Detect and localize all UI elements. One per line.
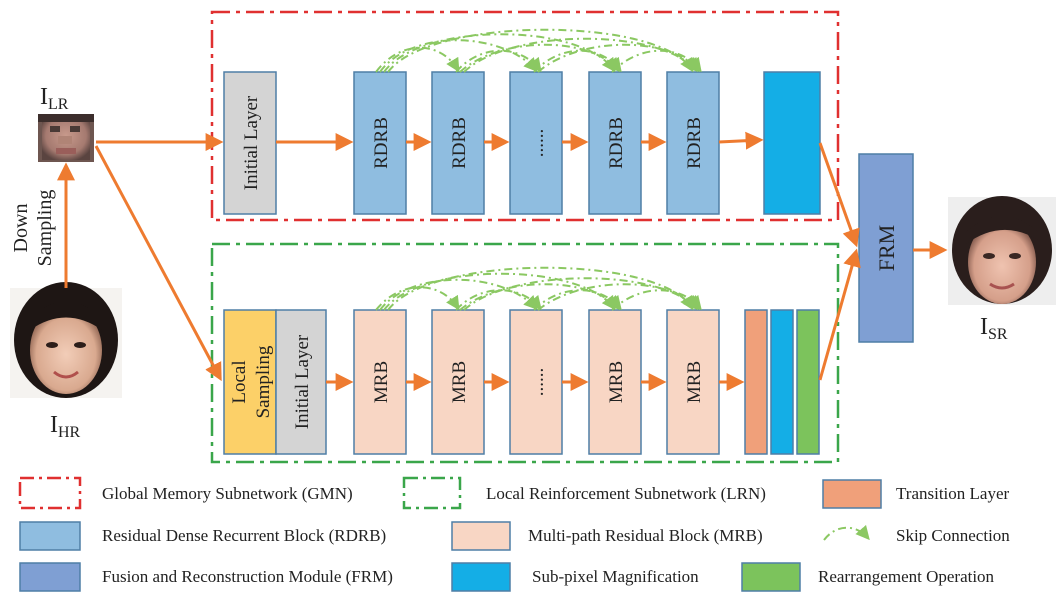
lr-to-lrn-arrow [94, 145, 222, 382]
isr-label: ISR [980, 314, 1008, 343]
mrb-block-ellipsis [509, 309, 563, 455]
local-label: Local [229, 360, 250, 403]
sr-face-image [948, 196, 1056, 305]
mrb-label-3: MRB [606, 361, 627, 403]
gmn-blocks: RDRB RDRB ...... RDRB RDRB [353, 71, 720, 215]
legend-gmn-label: Global Memory Subnetwork (GMN) [102, 484, 353, 503]
legend-subpixel-label: Sub-pixel Magnification [532, 567, 699, 586]
rearrangement-bar [796, 309, 820, 455]
mrb-block-2 [431, 309, 485, 455]
local-sampling-block [223, 309, 277, 455]
rdrb-label-1: RDRB [371, 117, 392, 169]
subpixel-block [763, 71, 821, 215]
sampling-label: Sampling [34, 190, 56, 267]
mrb-label-4: MRB [684, 361, 705, 403]
lrn-initial-layer-label: Initial Layer [292, 334, 313, 429]
mrb-block-3 [588, 309, 642, 455]
rdrb-label-ellipsis: ...... [527, 129, 548, 158]
legend-rdrb-label: Residual Dense Recurrent Block (RDRB) [102, 526, 386, 545]
gmn-initial-layer-label: Initial Layer [241, 95, 262, 190]
ihr-label: IHR [50, 412, 81, 441]
down-label: Down [10, 204, 32, 253]
gmn-skip-connections [375, 28, 702, 73]
rdrb-block-1 [353, 71, 407, 215]
gmn-initial-layer [223, 71, 277, 215]
lrn-blocks: MRB MRB ...... MRB MRB [353, 309, 720, 455]
subpixel-bar [770, 309, 794, 455]
rdrb-label-4: RDRB [684, 117, 705, 169]
mrb-label-1: MRB [371, 361, 392, 403]
gmn-to-frm-arrow [818, 142, 860, 248]
rdrb-block-4 [666, 71, 720, 215]
rdrb-label-3: RDRB [606, 117, 627, 169]
lrn-initial-layer [275, 309, 327, 455]
legend: Global Memory Subnetwork (GMN) Local Rei… [18, 476, 1010, 592]
lrn-to-frm-arrow [818, 248, 861, 381]
lr-face-image [38, 114, 94, 162]
legend-frm-swatch [19, 562, 81, 592]
legend-gmn-swatch [18, 476, 82, 510]
lrn-container [210, 242, 840, 464]
frm-block [858, 153, 914, 343]
legend-subpixel-swatch [451, 562, 511, 592]
gmn-arrows [276, 131, 764, 151]
gmn-container [210, 10, 840, 222]
hr-face-image [10, 282, 122, 398]
mrb-label-ellipsis: ...... [527, 368, 548, 397]
lrn-skip-connections [375, 266, 702, 311]
legend-lrn-label: Local Reinforcement Subnetwork (LRN) [486, 484, 766, 503]
legend-rearrange-swatch [741, 562, 801, 592]
legend-transition-label: Transition Layer [896, 484, 1010, 503]
frm-label: FRM [874, 225, 899, 271]
rdrb-label-2: RDRB [449, 117, 470, 169]
transition-layer-bar [744, 309, 768, 455]
legend-skip-icon [823, 524, 870, 541]
legend-mrb-swatch [451, 521, 511, 551]
mrb-label-2: MRB [449, 361, 470, 403]
legend-frm-label: Fusion and Reconstruction Module (FRM) [102, 567, 393, 586]
ilr-label: ILR [40, 84, 69, 113]
legend-transition-swatch [822, 479, 882, 509]
legend-mrb-label: Multi-path Residual Block (MRB) [528, 526, 763, 545]
sampling-block-label: Sampling [253, 345, 274, 418]
legend-skip-label: Skip Connection [896, 526, 1010, 545]
mrb-block-4 [666, 309, 720, 455]
legend-lrn-swatch [402, 476, 462, 510]
legend-rdrb-swatch [19, 521, 81, 551]
legend-rearrange-label: Rearrangement Operation [818, 567, 995, 586]
